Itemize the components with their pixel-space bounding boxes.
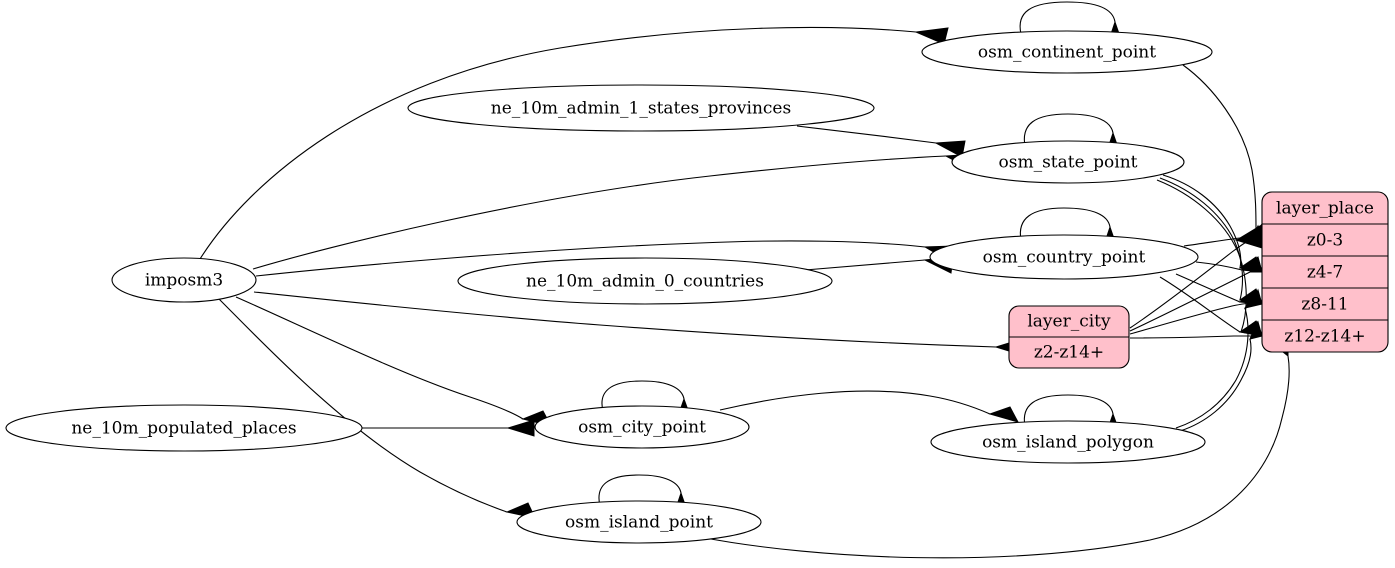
- edge-layer_city-to-layer_place-z0-3: [1129, 224, 1263, 329]
- record-node-layer: layer_place z0-3 z4-7 z8-11 z12-z14+ lay…: [1008, 191, 1389, 369]
- node-label-ne_10m_populated_places: ne_10m_populated_places: [71, 419, 296, 439]
- edge-osm_city_point-to-osm_island_polygon: [719, 390, 1019, 423]
- record-row-layer_place-z8-11[interactable]: z8-11: [1301, 295, 1348, 315]
- node-label-imposm3: imposm3: [145, 271, 223, 291]
- node-osm_island_polygon[interactable]: osm_island_polygon: [930, 420, 1206, 464]
- edge-layer_city-to-layer_place-z4-7: [1129, 256, 1263, 332]
- edge-osm_country_point-to-layer_place-z8-11: [1175, 273, 1263, 305]
- node-ne_10m_populated_places[interactable]: ne_10m_populated_places: [5, 404, 363, 452]
- node-label-osm_country_point: osm_country_point: [983, 248, 1146, 268]
- node-label-osm_state_point: osm_state_point: [999, 153, 1138, 173]
- record-row-layer_place-z4-7[interactable]: z4-7: [1307, 263, 1343, 283]
- node-label-ne_10m_admin_1_states_provinces: ne_10m_admin_1_states_provinces: [491, 99, 791, 119]
- node-layer: imposm3 ne_10m_admin_1_states_provinces …: [5, 30, 1213, 544]
- edge-imposm3-to-osm_state_point: [252, 153, 976, 270]
- node-label-osm_city_point: osm_city_point: [578, 418, 706, 438]
- edge-osm_continent_point-to-layer_place-z0-3: [1182, 64, 1263, 249]
- edge-imposm3-to-osm_continent_point: [199, 26, 949, 260]
- node-label-osm_continent_point: osm_continent_point: [978, 43, 1156, 63]
- node-osm_state_point[interactable]: osm_state_point: [951, 140, 1185, 184]
- record-row-layer_city-z2-z14plus[interactable]: z2-z14+: [1034, 343, 1104, 363]
- record-node-layer_place[interactable]: layer_place z0-3 z4-7 z8-11 z12-z14+: [1261, 191, 1389, 353]
- node-ne_10m_admin_0_countries[interactable]: ne_10m_admin_0_countries: [457, 257, 833, 305]
- node-imposm3[interactable]: imposm3: [111, 257, 257, 303]
- record-row-layer_place-z12-z14plus[interactable]: z12-z14+: [1284, 327, 1365, 347]
- node-label-osm_island_polygon: osm_island_polygon: [982, 433, 1154, 453]
- node-label-osm_island_point: osm_island_point: [565, 513, 713, 533]
- node-osm_country_point[interactable]: osm_country_point: [929, 234, 1199, 280]
- record-row-layer_place-z0-3[interactable]: z0-3: [1307, 231, 1343, 251]
- record-node-layer_city[interactable]: layer_city z2-z14+: [1008, 305, 1130, 369]
- edge-ne_10m_admin_1_states_provinces-to-osm_state_point: [796, 125, 966, 158]
- node-osm_island_point[interactable]: osm_island_point: [516, 500, 762, 544]
- edge-ne_10m_populated_places-to-osm_city_point: [362, 419, 535, 437]
- record-row-layer_city-title: layer_city: [1027, 312, 1111, 332]
- node-osm_continent_point[interactable]: osm_continent_point: [921, 30, 1213, 74]
- edge-osm_island_polygon-to-layer_place-z12-z14: [1179, 320, 1263, 432]
- node-label-ne_10m_admin_0_countries: ne_10m_admin_0_countries: [526, 272, 764, 292]
- record-row-layer_place-title: layer_place: [1276, 199, 1374, 219]
- edge-osm_island_polygon-to-layer_place-z8-11: [1175, 288, 1263, 429]
- node-osm_city_point[interactable]: osm_city_point: [534, 405, 750, 449]
- node-ne_10m_admin_1_states_provinces[interactable]: ne_10m_admin_1_states_provinces: [407, 84, 875, 132]
